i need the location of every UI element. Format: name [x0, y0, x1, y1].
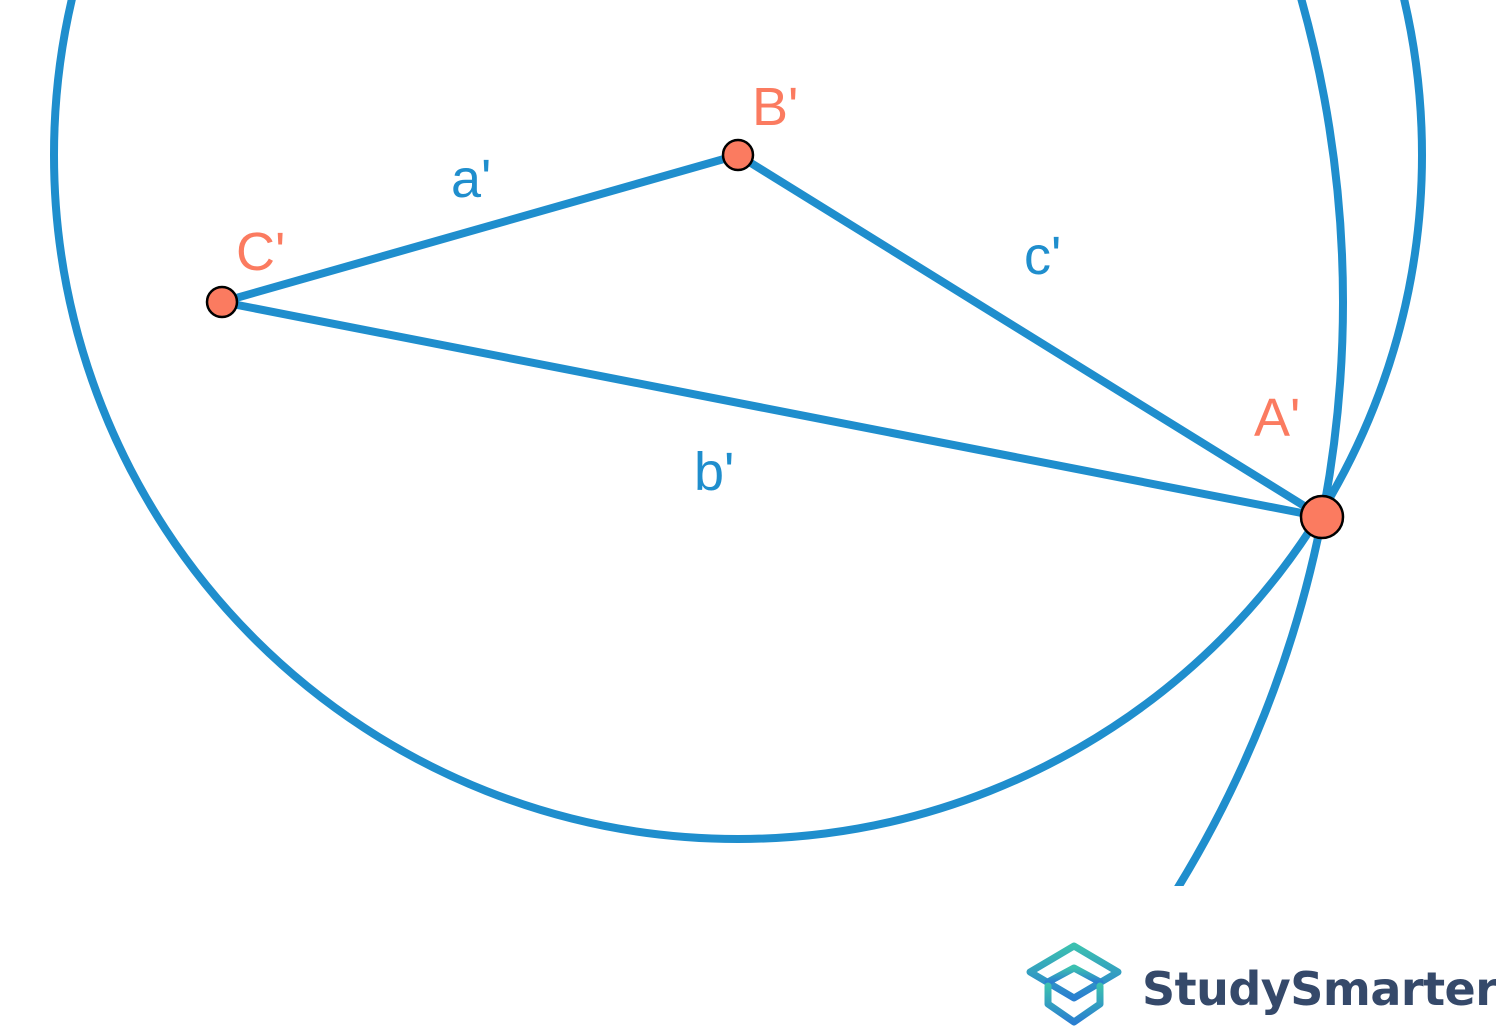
point-a-prime[interactable]: [1299, 494, 1345, 540]
studysmarter-logo-icon: [1026, 942, 1122, 1026]
segment-a-prime: [220, 151, 740, 306]
point-b-prime[interactable]: [721, 138, 755, 172]
segment-b-prime: [221, 298, 1323, 521]
segment-c-prime: [735, 151, 1325, 521]
circle-centered-b-prime: [50, 0, 1426, 843]
label-b-prime-segment: b': [694, 442, 734, 502]
point-c-prime[interactable]: [205, 285, 239, 319]
studysmarter-brand-name: StudySmarter: [1142, 962, 1496, 1016]
label-a-prime-segment: a': [451, 149, 491, 209]
label-c-prime: C': [236, 222, 285, 282]
label-b-prime: B': [752, 77, 798, 137]
label-c-prime-segment: c': [1024, 226, 1061, 286]
arc-centered-c-prime: [1173, 0, 1347, 886]
label-a-prime: A': [1254, 388, 1300, 448]
